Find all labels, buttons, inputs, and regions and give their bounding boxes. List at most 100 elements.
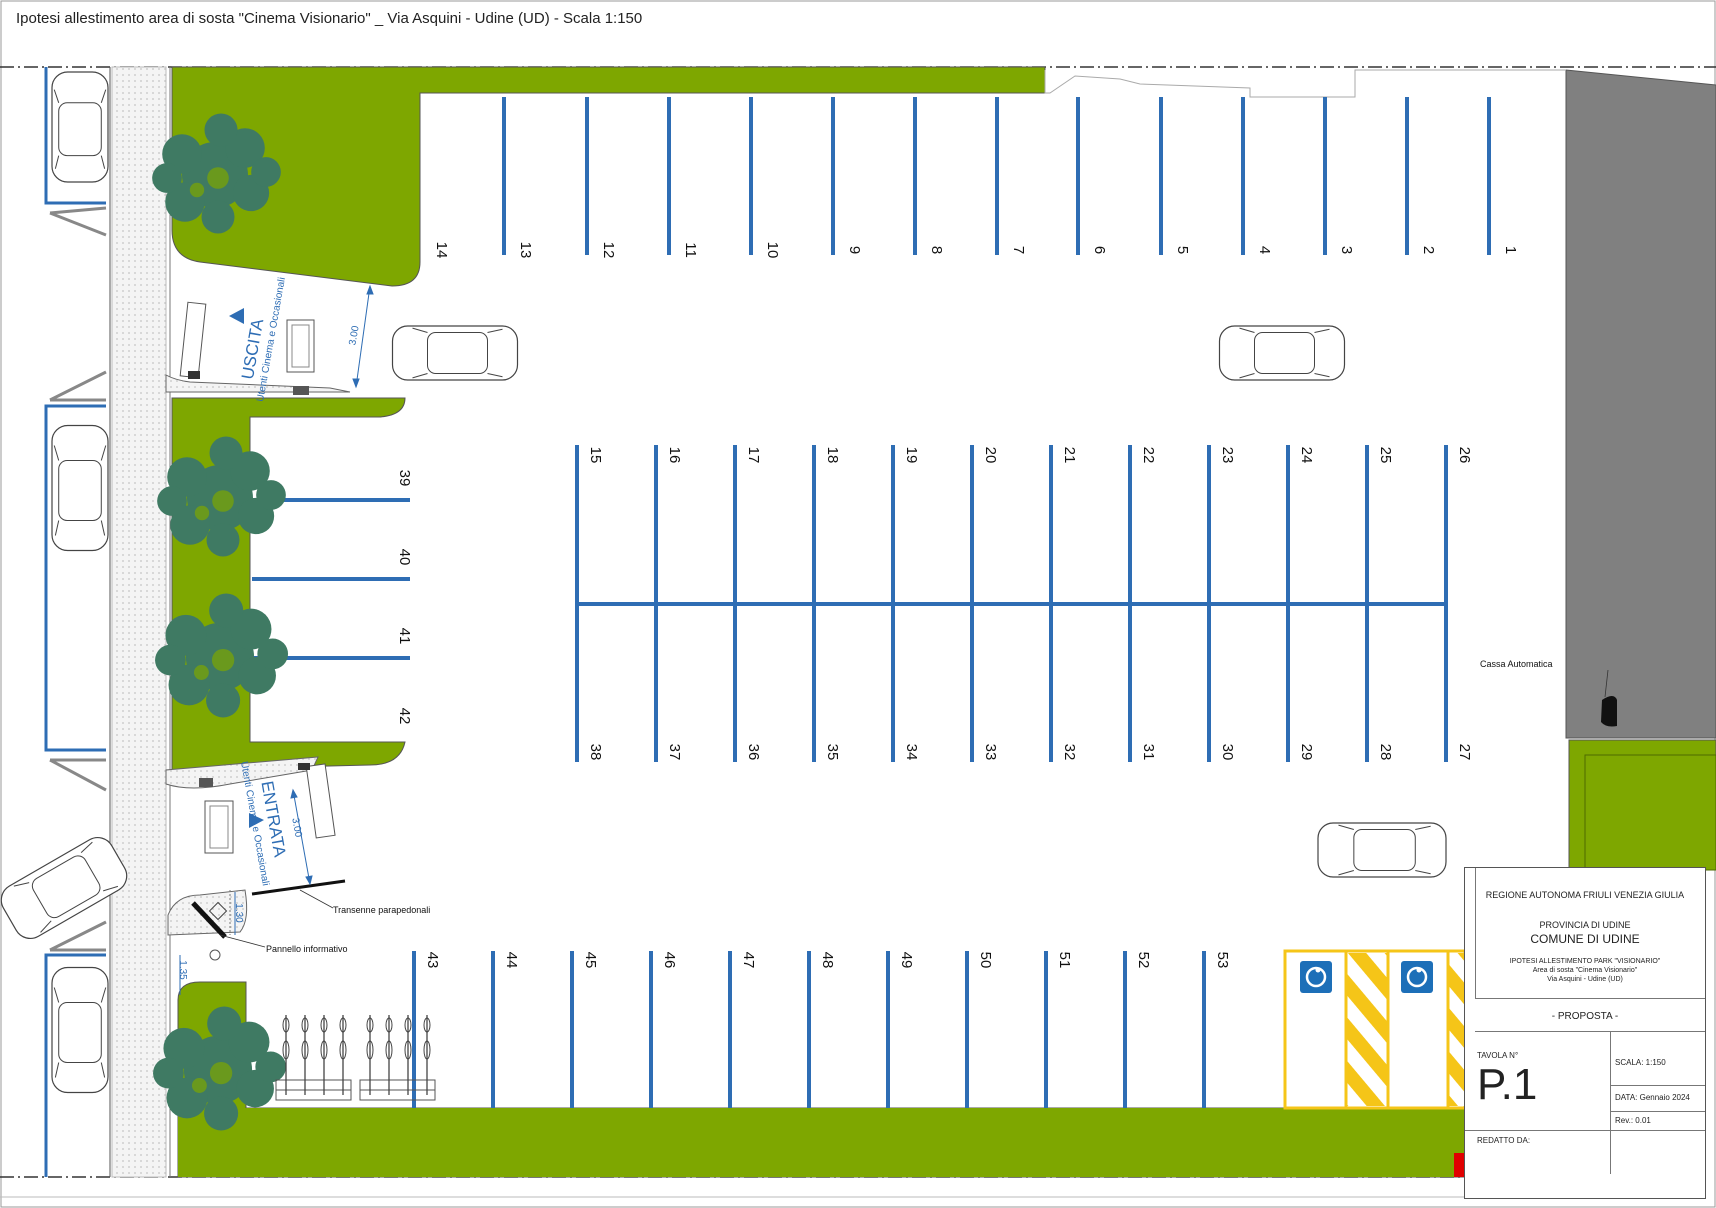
stall-number-bottom: 44: [503, 952, 520, 969]
tree: [153, 1006, 287, 1131]
tb-province: PROVINCIA DI UDINE: [1539, 920, 1631, 930]
stall-number-top: 13: [517, 242, 534, 259]
stall-number-bottom: 52: [1135, 952, 1152, 969]
tb-status: - PROPOSTA -: [1551, 1011, 1619, 1022]
street-hatch-diagonals: [49, 206, 107, 952]
stall-number-middle-upper: 19: [903, 447, 920, 464]
dimension-entry: [290, 788, 313, 886]
grass-bottom-strip: [178, 1108, 1464, 1177]
tree: [155, 593, 289, 718]
stall-number-top: 7: [1010, 246, 1027, 254]
stall-number-middle-lower: 35: [824, 744, 841, 761]
transenne-label: Transenne parapedonali: [333, 905, 430, 915]
stall-number-middle-upper: 16: [666, 447, 683, 464]
stall-number-middle-lower: 33: [982, 744, 999, 761]
stall-number-bottom: 47: [740, 952, 757, 969]
tb-redatto: REDATTO DA:: [1477, 1136, 1531, 1145]
pannello-label: Pannello informativo: [266, 944, 348, 954]
parked-car: [391, 325, 519, 381]
stall-number-left: 42: [396, 708, 413, 725]
cassa-automatica-kiosk: [1601, 696, 1617, 727]
stall-number-middle-upper: 21: [1061, 447, 1078, 464]
stall-number-bottom: 53: [1214, 952, 1231, 969]
entry-island: [165, 756, 336, 854]
stall-number-middle-lower: 30: [1219, 744, 1236, 761]
stall-number-middle-lower: 31: [1140, 744, 1157, 761]
exit-island: [165, 301, 351, 395]
tb-project-line3: Via Asquini - Udine (UD): [1547, 976, 1623, 983]
middle-stalls: 1538163717361835193420332132223123302429…: [575, 445, 1473, 762]
stall-number-top: 14: [433, 242, 450, 259]
cassa-leader: [1604, 669, 1609, 698]
stall-number-middle-upper: 18: [824, 447, 841, 464]
stall-number-middle-lower: 36: [745, 744, 762, 761]
stall-number-top: 3: [1338, 246, 1355, 254]
stall-number-bottom: 50: [977, 952, 994, 969]
stall-number-top: 4: [1256, 246, 1273, 254]
disabled-sign-2: [1401, 961, 1433, 993]
stall-number-top: 5: [1174, 246, 1191, 254]
lot-cars: [391, 325, 1447, 878]
tree: [152, 113, 281, 234]
dim-entry-label: 3.00: [289, 817, 303, 839]
street-car: [51, 424, 109, 552]
tb-region: REGIONE AUTONOMA FRIULI VENEZIA GIULIA: [1485, 890, 1685, 900]
stall-number-top: 8: [928, 246, 945, 254]
red-marker: [1454, 1153, 1465, 1177]
pannello-leader: [219, 934, 266, 948]
stall-number-top: 1: [1502, 246, 1519, 254]
transenne-leader: [299, 889, 334, 909]
dim-130-label: 1.30: [233, 903, 244, 923]
dimension-exit: [352, 284, 374, 389]
cassa-label: Cassa Automatica: [1480, 659, 1553, 669]
stall-number-middle-upper: 20: [982, 447, 999, 464]
stall-number-top: 12: [600, 242, 617, 259]
top-row-stalls: 14 13 12 11 10 9 8 7 6 5 4 3 2 1: [433, 97, 1519, 258]
stall-number-top: 11: [682, 242, 699, 258]
stall-number-bottom: 51: [1056, 952, 1073, 969]
stall-number-top: 10: [764, 242, 781, 259]
street-bays: [44, 67, 106, 1177]
tb-tavola-label: TAVOLA N°: [1477, 1051, 1519, 1060]
stall-number-left: 40: [396, 549, 413, 566]
tree: [157, 436, 286, 557]
transenne-barrier: [251, 879, 346, 896]
stall-number-middle-upper: 26: [1456, 447, 1473, 464]
drawing-title: Ipotesi allestimento area di sosta "Cine…: [16, 10, 643, 27]
street-cars: [0, 71, 128, 1094]
disabled-sign-1: [1300, 961, 1332, 993]
tb-scale: SCALA: 1:150: [1615, 1058, 1666, 1067]
stall-number-middle-upper: 17: [745, 447, 762, 464]
stall-number-top: 2: [1420, 246, 1437, 254]
disabled-stalls: [1283, 949, 1467, 1110]
stall-number-middle-lower: 32: [1061, 744, 1078, 761]
stall-number-top: 6: [1091, 246, 1108, 254]
sidewalk-strip: [111, 66, 167, 1178]
dim-135-label: 1.35: [177, 960, 188, 980]
grass-top-left: [171, 66, 1046, 287]
stall-number-middle-upper: 22: [1140, 447, 1157, 464]
stall-number-middle-upper: 25: [1377, 447, 1394, 464]
tb-project-line2: Area di sosta "Cinema Visionario": [1532, 967, 1638, 974]
existing-building: [1565, 69, 1716, 739]
stall-number-middle-upper: 23: [1219, 447, 1236, 464]
stall-number-middle-lower: 27: [1456, 744, 1473, 761]
stall-number-middle-upper: 24: [1298, 447, 1315, 464]
stall-number-middle-lower: 29: [1298, 744, 1315, 761]
parked-car: [1218, 325, 1346, 381]
stall-number-bottom: 46: [661, 952, 678, 969]
parked-car: [1317, 822, 1447, 878]
stall-number-middle-lower: 38: [587, 744, 604, 761]
bike-racks: [275, 1015, 436, 1101]
dim-exit-label: 3.00: [347, 325, 361, 347]
grass-right: [1568, 739, 1716, 871]
title-block: REGIONE AUTONOMA FRIULI VENEZIA GIULIA P…: [1464, 867, 1706, 1199]
street-car: [51, 71, 109, 183]
tb-comune: COMUNE DI UDINE: [1530, 932, 1640, 946]
stall-number-middle-lower: 37: [666, 744, 683, 761]
stall-number-bottom: 45: [582, 952, 599, 969]
trees: [152, 113, 289, 1131]
stall-number-top: 9: [846, 246, 863, 254]
stall-number-middle-upper: 15: [587, 447, 604, 464]
bike-rack: [275, 1015, 352, 1101]
